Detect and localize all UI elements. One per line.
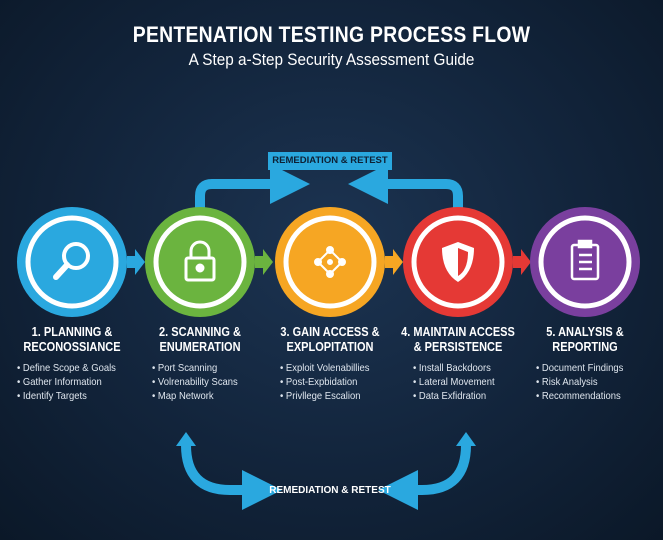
network-icon [314,246,346,278]
step-2: 2. SCANNING &ENUMERATION Port ScanningVo… [130,325,270,404]
bottom-loop-label: REMEDIATION & RETEST [269,485,391,496]
magnifier-icon [53,242,90,280]
step-title-line2: REPORTING [552,340,618,354]
list-item: Document Findings [536,361,623,375]
list-item: Privllege Escalion [280,389,369,403]
bottom-loop-arrow-left [378,444,471,510]
list-item: Volrenability Scans [152,375,238,389]
list-item: Data Exfidration [413,389,495,403]
list-item: Identify Targets [17,389,116,403]
list-item: Recommendations [536,389,623,403]
step-title-line1: 1. PLANNING & [31,325,113,339]
list-item: Gather Information [17,375,116,389]
step-circle-1 [17,207,127,317]
step-circle-4 [403,207,513,317]
step-4: 4. MAINTAIN ACCESS& PERSISTENCE Install … [388,325,528,404]
step-title-line2: & PERSISTENCE [413,340,503,354]
step-circle-2 [145,207,255,317]
connector-arrows [127,249,531,275]
step-title-line2: ENUMERATION [159,340,241,354]
step-title-line1: 4. MAINTAIN ACCESS [401,325,515,339]
step-circle-3 [275,207,385,317]
step-3: 3. GAIN ACCESS &EXPLOPITATION Exploit Vo… [260,325,400,404]
list-item: Exploit Volenabillies [280,361,370,375]
step-1: 1. PLANNING &RECONOSSIANCE Define Scope … [2,325,142,404]
list-item: Port Scanning [152,361,238,375]
list-item: Map Network [152,389,238,403]
page-subtitle: A Step a-Step Security Assessment Guide [188,50,475,69]
top-loop-arrow-left [348,164,463,212]
list-item: Define Scope & Goals [17,361,116,375]
list-item: Lateral Movement [413,375,495,389]
step-title-line2: RECONOSSIANCE [23,340,121,354]
list-item: Post-Expbidation [280,375,369,389]
step-circle-5 [530,207,640,317]
step-5: 5. ANALYSIS &REPORTING Document Findings… [515,325,655,404]
list-item: Risk Analysis [536,375,623,389]
bottom-loop-arrowhead-up-left [176,432,196,446]
page-title: PENTENATION TESTING PROCESS FLOW [132,22,531,47]
clipboard-icon [570,239,600,281]
bottom-loop-arrowhead-up-right [456,432,476,446]
padlock-icon [184,240,216,282]
list-item: Install Backdoors [413,361,495,375]
step-title-line1: 2. SCANNING & [159,325,241,339]
bottom-loop-arrow-right [181,444,282,510]
step-title-line1: 3. GAIN ACCESS & [280,325,380,339]
step-title-line1: 5. ANALYSIS & [546,325,624,339]
step-title-line2: EXPLOPITATION [286,340,374,354]
top-loop-label: REMEDIATION & RETEST [268,152,392,170]
top-loop-arrow-right [195,164,310,212]
